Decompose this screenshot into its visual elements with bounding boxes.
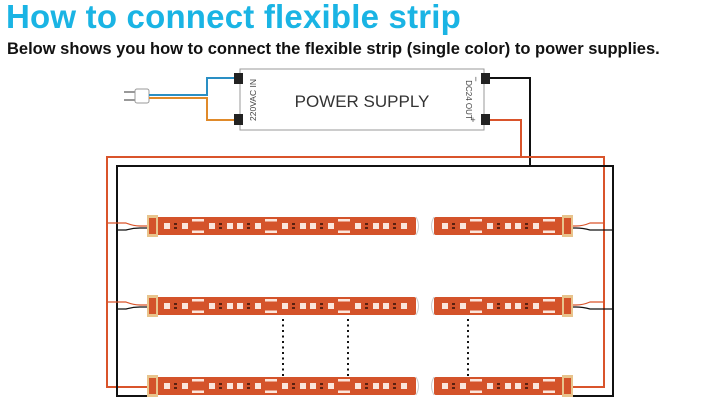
page-title: How to connect flexible strip xyxy=(6,0,462,35)
led xyxy=(164,303,170,309)
led xyxy=(401,383,407,389)
led xyxy=(515,223,521,229)
power-supply-label: POWER SUPPLY xyxy=(295,92,430,111)
led xyxy=(328,223,334,229)
led xyxy=(227,223,233,229)
led xyxy=(487,303,493,309)
led xyxy=(401,303,407,309)
led xyxy=(255,383,261,389)
page-subtitle: Below shows you how to connect the flexi… xyxy=(7,40,660,58)
ac-live-wire xyxy=(149,77,236,96)
led xyxy=(328,383,334,389)
led xyxy=(227,383,233,389)
led xyxy=(237,223,243,229)
led xyxy=(282,303,288,309)
positive-bus-right xyxy=(521,156,605,388)
plug-icon xyxy=(124,88,150,104)
power-supply: POWER SUPPLY 220VAC IN DC24 OUT − + xyxy=(234,68,490,131)
led xyxy=(310,383,316,389)
branch-wires xyxy=(107,222,613,310)
positive-symbol: + xyxy=(470,115,475,125)
led xyxy=(383,303,389,309)
led xyxy=(487,223,493,229)
led xyxy=(460,383,466,389)
led xyxy=(442,303,448,309)
positive-bus-left xyxy=(106,156,521,388)
led xyxy=(282,383,288,389)
led xyxy=(533,303,539,309)
led-strip-long-row-2 xyxy=(147,295,419,317)
led xyxy=(442,383,448,389)
led xyxy=(355,383,361,389)
led xyxy=(227,303,233,309)
dotted-continuation-1 xyxy=(282,319,284,376)
led xyxy=(515,383,521,389)
led xyxy=(460,303,466,309)
led xyxy=(209,383,215,389)
continuation-dots xyxy=(282,319,469,376)
led-strips xyxy=(147,215,573,397)
output-terminal-negative xyxy=(481,73,490,84)
led xyxy=(300,223,306,229)
dotted-continuation-2 xyxy=(347,319,349,376)
led xyxy=(255,223,261,229)
negative-bus-left xyxy=(116,165,530,397)
input-terminal-1 xyxy=(234,73,243,84)
led-strip-short-row-2 xyxy=(431,295,573,317)
led xyxy=(505,223,511,229)
led xyxy=(237,383,243,389)
led xyxy=(355,303,361,309)
led-strip-short-row-3 xyxy=(431,375,573,397)
led xyxy=(533,383,539,389)
led xyxy=(300,303,306,309)
led xyxy=(442,223,448,229)
input-terminal-2 xyxy=(234,114,243,125)
positive-output-wire xyxy=(490,119,522,157)
led xyxy=(401,223,407,229)
led xyxy=(164,383,170,389)
negative-symbol: − xyxy=(471,76,481,81)
led xyxy=(300,383,306,389)
led xyxy=(373,303,379,309)
led xyxy=(515,303,521,309)
led xyxy=(505,383,511,389)
led xyxy=(383,383,389,389)
led xyxy=(373,223,379,229)
led xyxy=(209,223,215,229)
output-label: DC24 OUT xyxy=(464,80,473,120)
input-label: 220VAC IN xyxy=(248,79,258,121)
led xyxy=(328,303,334,309)
led xyxy=(182,383,188,389)
led xyxy=(310,223,316,229)
led xyxy=(164,223,170,229)
led xyxy=(505,303,511,309)
led xyxy=(282,223,288,229)
led xyxy=(487,383,493,389)
led xyxy=(209,303,215,309)
led-strip-long-row-1 xyxy=(147,215,419,237)
negative-bus-right xyxy=(530,165,614,397)
ac-neutral-wire xyxy=(149,97,236,121)
led-strip-short-row-1 xyxy=(431,215,573,237)
led xyxy=(355,223,361,229)
led xyxy=(310,303,316,309)
output-terminal-positive xyxy=(481,114,490,125)
led xyxy=(237,303,243,309)
led xyxy=(460,223,466,229)
led xyxy=(383,223,389,229)
led xyxy=(373,383,379,389)
led xyxy=(255,303,261,309)
dotted-continuation-3 xyxy=(467,319,469,376)
led xyxy=(182,223,188,229)
negative-output-wire xyxy=(490,77,531,166)
led xyxy=(182,303,188,309)
led-strip-long-row-3 xyxy=(147,375,419,397)
led xyxy=(533,223,539,229)
